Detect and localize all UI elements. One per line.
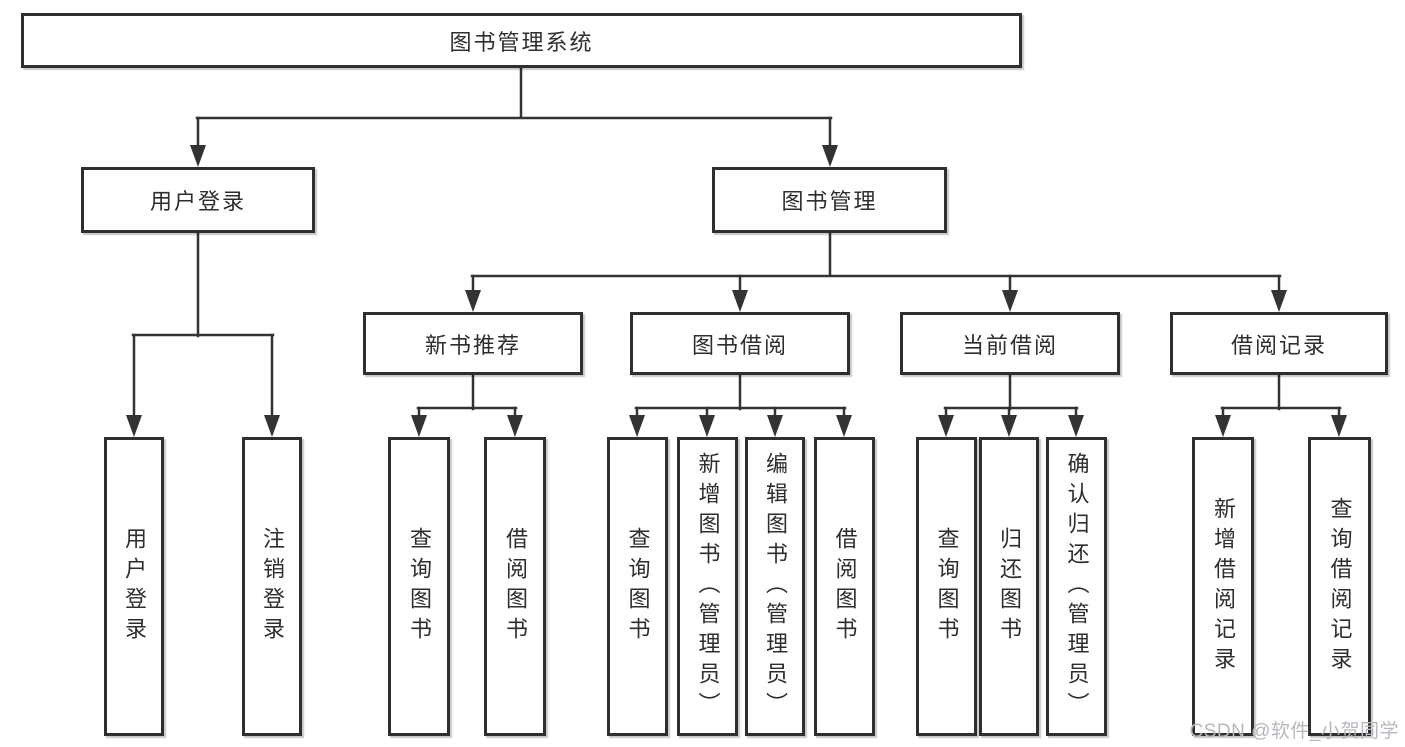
leaf-query-books-borrow: 查询图书 <box>607 437 668 736</box>
leaf-label: 注销登录 <box>260 526 285 647</box>
node-book-borrow: 图书借阅 <box>630 312 850 375</box>
leaf-query-books-current: 查询图书 <box>916 437 977 736</box>
node-book-management: 图书管理 <box>712 167 947 233</box>
leaf-label: 新增借阅记录 <box>1211 496 1236 677</box>
leaf-add-borrow-record: 新增借阅记录 <box>1192 437 1254 736</box>
leaf-borrow-books-recommend: 借阅图书 <box>484 437 546 736</box>
node-new-book-recommend: 新书推荐 <box>363 312 583 375</box>
leaf-label: 查询图书 <box>625 526 651 647</box>
node-user-login: 用户登录 <box>81 167 315 233</box>
leaf-return-book: 归还图书 <box>979 437 1039 736</box>
csdn-watermark: CSDN @软件_小贺同学 <box>1189 721 1399 742</box>
leaf-label: 用户登录 <box>122 526 147 647</box>
node-root: 图书管理系统 <box>21 13 1022 68</box>
node-borrow-record: 借阅记录 <box>1170 312 1388 375</box>
leaf-add-book-admin: 新增图书（管理员） <box>677 437 738 736</box>
leaf-edit-book-admin: 编辑图书（管理员） <box>745 437 805 736</box>
leaf-logout: 注销登录 <box>242 437 302 736</box>
leaf-label: 查询图书 <box>934 526 960 647</box>
leaf-label: 查询借阅记录 <box>1327 496 1353 677</box>
node-current-borrow: 当前借阅 <box>900 312 1120 375</box>
leaf-query-borrow-record: 查询借阅记录 <box>1308 437 1371 736</box>
leaf-user-login: 用户登录 <box>104 437 164 736</box>
leaf-confirm-return-admin: 确认归还（管理员） <box>1046 437 1107 736</box>
leaf-label: 新增图书（管理员） <box>695 451 721 722</box>
leaf-label: 借阅图书 <box>503 526 528 647</box>
connector-segments <box>131 66 1342 423</box>
leaf-label: 借阅图书 <box>832 526 858 647</box>
connector-arrowheads <box>126 145 1347 437</box>
leaf-label: 编辑图书（管理员） <box>763 451 788 722</box>
leaf-borrow-books: 借阅图书 <box>814 437 875 736</box>
leaf-query-books-recommend: 查询图书 <box>388 437 450 736</box>
leaf-label: 确认归还（管理员） <box>1064 451 1090 722</box>
leaf-label: 查询图书 <box>407 526 432 647</box>
leaf-label: 归还图书 <box>997 526 1022 647</box>
